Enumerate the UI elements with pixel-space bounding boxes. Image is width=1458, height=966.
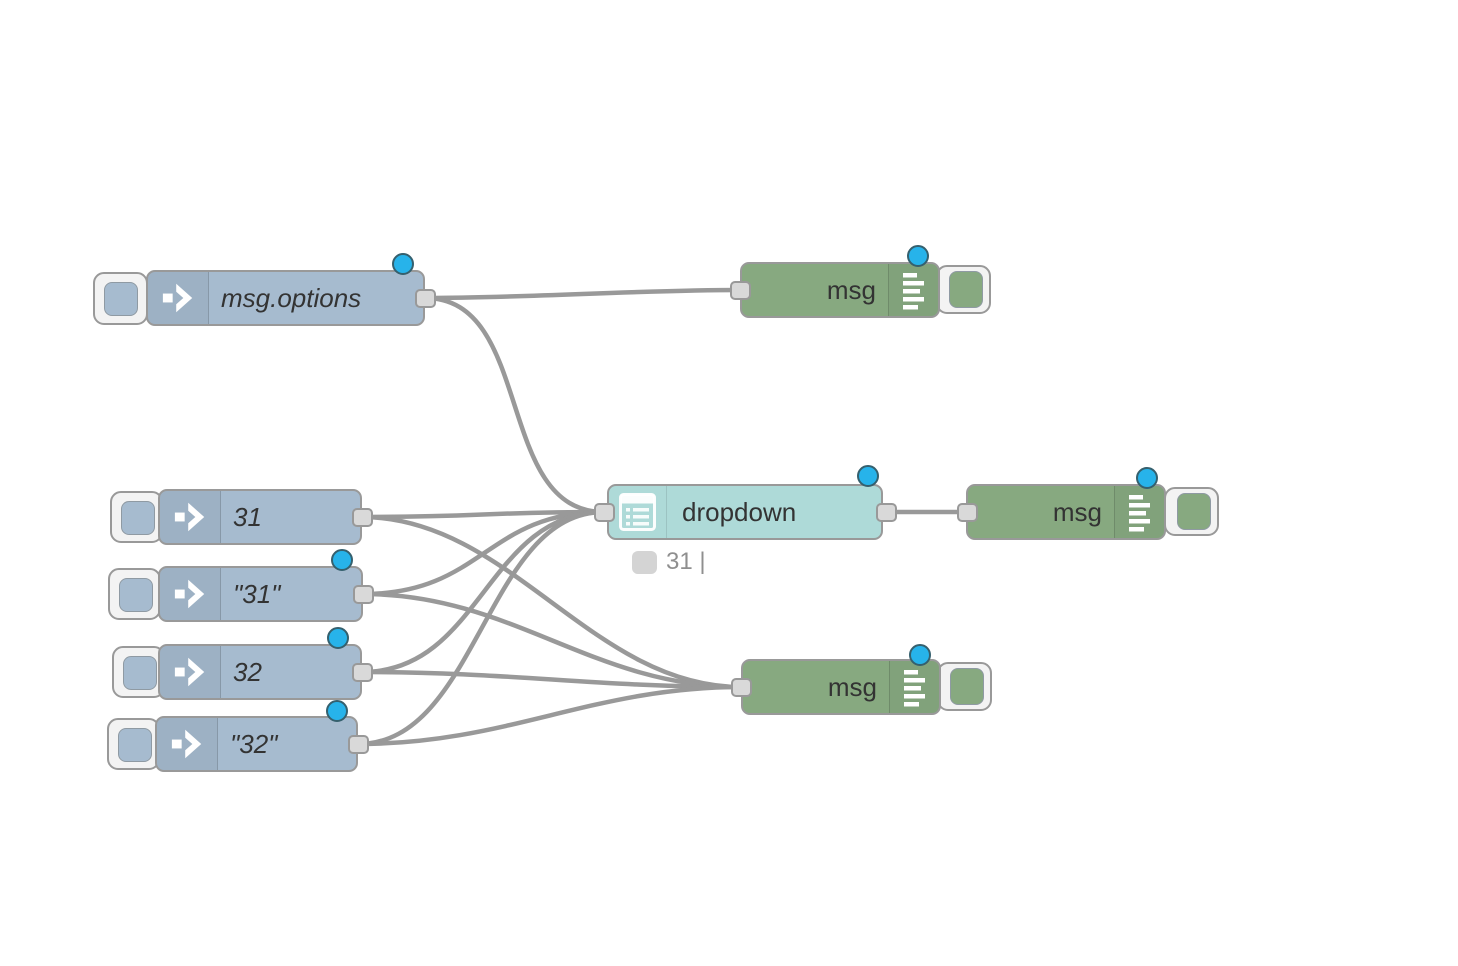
node-debug-top[interactable]: msg [740,262,940,318]
node-label: dropdown [682,497,797,527]
status-dot [632,550,657,574]
input-port-debug-middle[interactable] [956,502,978,522]
wire-32str-to-debugbottom[interactable] [357,684,742,747]
inject-button-inner [121,501,155,535]
inject-arrow-icon [148,272,209,324]
wire-31str-to-debugbottom[interactable] [362,591,742,690]
changed-indicator [326,700,348,722]
status-text: 31 | [666,548,706,575]
inject-arrow-icon [160,568,221,620]
inject-arrow-icon [160,646,221,698]
changed-indicator [331,549,353,571]
node-inject-msg-options[interactable]: msg.options [146,270,425,326]
changed-indicator [857,465,879,487]
inject-button-inner [119,578,153,612]
wire-msgoptions-to-dropdown[interactable] [424,295,605,515]
debug-toggle-bottom[interactable] [937,662,992,711]
output-port-dropdown[interactable] [875,502,897,522]
changed-indicator [1136,467,1158,489]
node-label: "32" [230,729,278,759]
debug-toggle-inner [950,668,984,705]
debug-toggle-top[interactable] [936,265,991,314]
node-label: "31" [233,579,281,609]
dropdown-list-icon [609,486,667,538]
wire-31-to-dropdown[interactable] [361,509,605,520]
inject-button-32-str[interactable] [107,718,160,770]
inject-arrow-icon [160,491,221,543]
node-dropdown[interactable]: dropdown [607,484,883,540]
wire-31-to-debugbottom[interactable] [361,514,742,690]
node-label: msg.options [221,283,362,313]
wire-32str-to-dropdown[interactable] [357,509,605,747]
output-port-msg-options[interactable] [414,288,436,308]
inject-button-msg-options[interactable] [93,272,148,325]
node-debug-middle[interactable]: msg [966,484,1166,540]
output-port-32[interactable] [351,662,373,682]
inject-button-inner [123,656,157,690]
output-port-31[interactable] [351,507,373,527]
node-label: msg [827,672,877,702]
input-port-debug-bottom[interactable] [730,677,752,697]
debug-lines-icon [1114,486,1164,538]
inject-button-inner [104,282,138,316]
output-port-32-str[interactable] [347,734,369,754]
input-port-debug-top[interactable] [729,280,751,300]
inject-button-31-str[interactable] [108,568,161,620]
input-port-dropdown[interactable] [593,502,615,522]
node-status: 31 | [632,548,706,576]
inject-button-32[interactable] [112,646,165,698]
changed-indicator [909,644,931,666]
output-port-31-str[interactable] [352,584,374,604]
node-label: msg [826,275,876,305]
wire-32-to-dropdown[interactable] [361,509,605,675]
node-debug-bottom[interactable]: msg [741,659,941,715]
node-inject-31[interactable]: 31 [158,489,362,545]
debug-toggle-middle[interactable] [1164,487,1219,536]
changed-indicator [392,253,414,275]
debug-lines-icon [888,264,938,316]
wire-32-to-debugbottom[interactable] [361,669,742,690]
inject-arrow-icon [157,718,218,770]
debug-lines-icon [889,661,939,713]
node-inject-32[interactable]: 32 [158,644,362,700]
node-label: 31 [233,502,262,532]
wire-msgoptions-to-debugtop[interactable] [424,287,742,301]
wire-31str-to-dropdown[interactable] [362,509,605,597]
inject-button-inner [118,728,152,762]
debug-toggle-inner [1177,493,1211,530]
inject-button-31[interactable] [110,491,163,543]
node-inject-31-str[interactable]: "31" [158,566,363,622]
node-label: msg [1052,497,1102,527]
changed-indicator [327,627,349,649]
changed-indicator [907,245,929,267]
debug-toggle-inner [949,271,983,308]
node-label: 32 [233,657,262,687]
node-inject-32-str[interactable]: "32" [155,716,358,772]
